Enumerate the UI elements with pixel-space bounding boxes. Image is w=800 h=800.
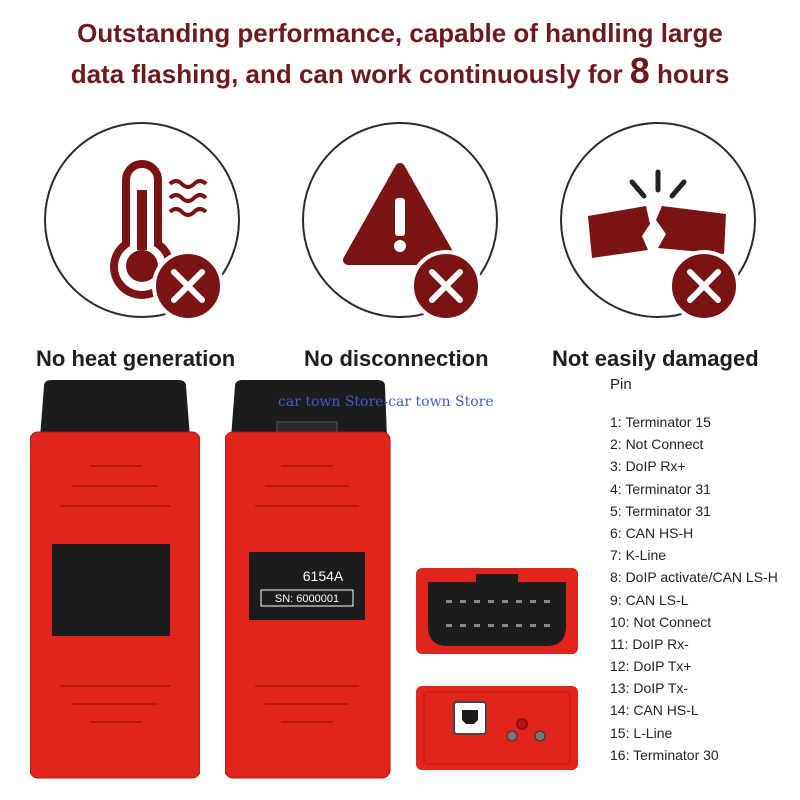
pin-item: 1: Terminator 15	[610, 414, 711, 430]
pin-item: 2: Not Connect	[610, 436, 704, 453]
pin-item: 3: DoIP Rx+	[610, 458, 686, 475]
feature-label-heat: No heat generation	[36, 346, 236, 371]
pin-item: 13: DoIP Tx-	[610, 680, 689, 697]
led-indicator	[516, 718, 528, 730]
device-model-text: 6154A	[303, 568, 344, 584]
device-back-image: 6154A SN: 6000001	[225, 380, 391, 779]
hours-number: 8	[629, 50, 650, 91]
headline-line-1: Outstanding performance, capable of hand…	[77, 18, 723, 48]
pin-item: 5: Terminator 31	[610, 502, 711, 519]
cross-icon	[410, 250, 482, 320]
feature-label-damage: Not easily damaged	[552, 346, 759, 371]
headline-line-2: data flashing, and can work continuously…	[0, 52, 800, 93]
headline: Outstanding performance, capable of hand…	[0, 14, 800, 93]
usb-port-image	[416, 686, 578, 770]
headline-line-2-start: data flashing, and can work continuously…	[70, 59, 630, 89]
device-serial-text: SN: 6000001	[275, 593, 339, 605]
no-heat-feature	[44, 122, 240, 320]
pin-title: Pin	[610, 376, 632, 393]
pin-item: 6: CAN HS-H	[610, 524, 694, 541]
obd-connector-image	[416, 568, 578, 654]
headline-line-2-end: hours	[649, 59, 730, 89]
watermark-text: car town Store-car town Store	[278, 394, 494, 410]
pin-list: 1: Terminator 15 2: Not Connect 3: DoIP …	[610, 411, 778, 766]
pin-item: 9: CAN LS-L	[610, 591, 689, 608]
not-easily-damaged-feature	[560, 122, 756, 320]
device-front-image	[30, 380, 200, 779]
device-front-panel	[52, 544, 170, 636]
feature-label-disconnection: No disconnection	[304, 346, 489, 371]
pin-item: 10: Not Connect	[610, 613, 712, 630]
cross-icon	[152, 250, 224, 320]
broken-block-icon	[588, 169, 726, 258]
pin-item: 12: DoIP Tx+	[610, 658, 692, 675]
pin-item: 15: L-Line	[610, 724, 673, 741]
cross-icon	[668, 250, 740, 320]
no-disconnection-feature	[302, 122, 498, 320]
warning-triangle-icon	[343, 163, 457, 265]
pin-item: 8: DoIP activate/CAN LS-H	[610, 569, 778, 586]
pin-item: 16: Terminator 30	[610, 746, 719, 763]
pin-item: 11: DoIP Rx-	[610, 635, 689, 652]
pin-item: 7: K-Line	[610, 547, 667, 564]
pin-item: 4: Terminator 31	[610, 480, 711, 497]
pin-item: 14: CAN HS-L	[610, 702, 699, 719]
